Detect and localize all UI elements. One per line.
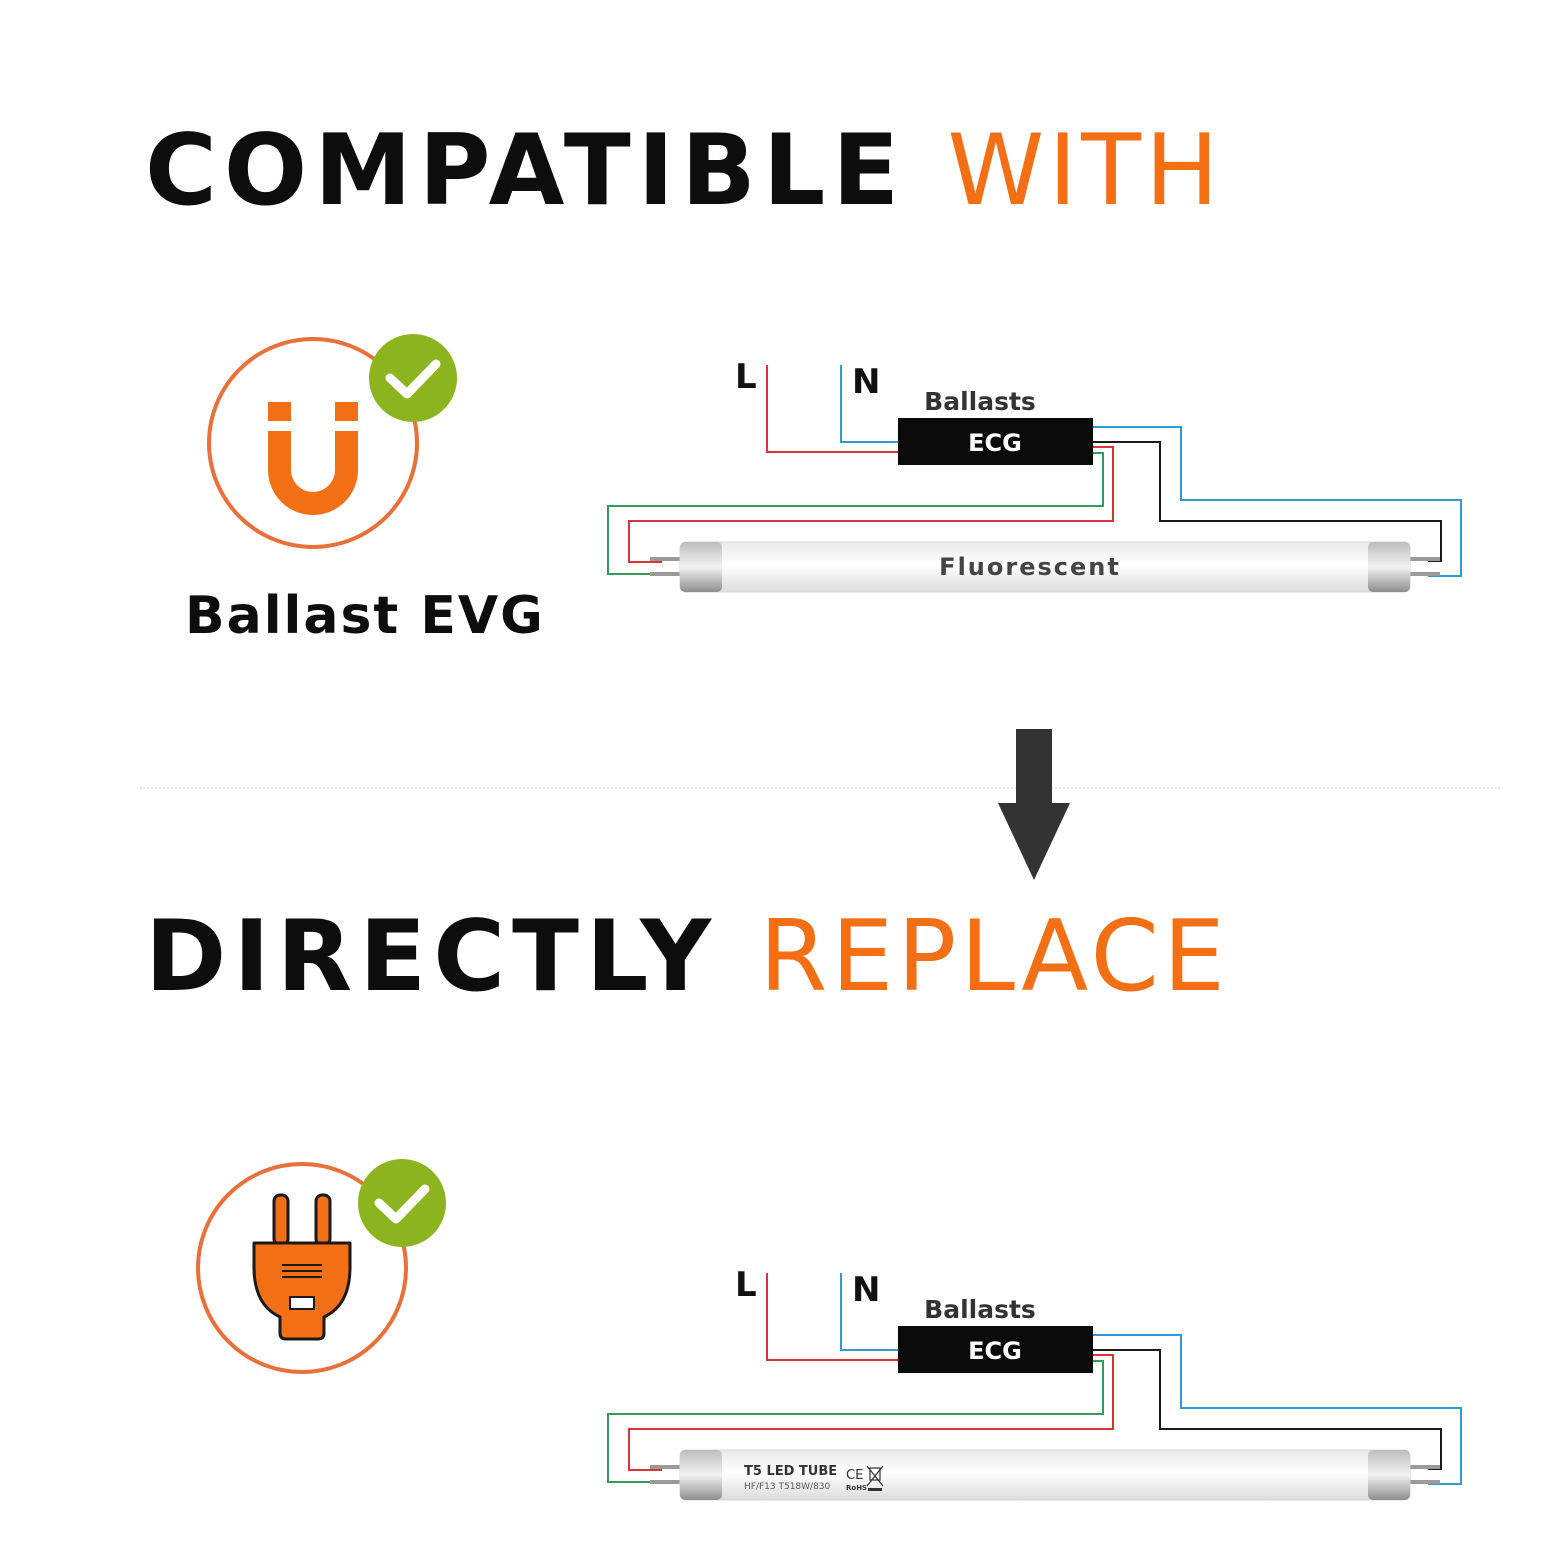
- arrow-down-icon: [998, 729, 1070, 885]
- tube-label: Fluorescent: [939, 553, 1121, 581]
- ballast-box: [898, 418, 1093, 465]
- magnet-icon: [268, 400, 358, 515]
- weee-bin-icon: [866, 1465, 884, 1491]
- ballast-box: [898, 1326, 1093, 1373]
- ballast-evg-label: Ballast EVG: [185, 586, 545, 646]
- wire-green: [607, 1360, 1104, 1483]
- fluorescent-tube: [650, 541, 1440, 593]
- ballast-badge: [200, 330, 470, 560]
- section-divider: [140, 787, 1500, 789]
- ce-mark: CE: [846, 1468, 863, 1483]
- heading-with-word: WITH: [947, 114, 1223, 228]
- heading-compatible-with: COMPATIBLE WITH: [145, 122, 1223, 220]
- neutral-label: N: [852, 362, 880, 402]
- rohs-mark: RoHS: [846, 1484, 867, 1492]
- plug-badge: [190, 1155, 460, 1385]
- plug-icon: [252, 1193, 352, 1341]
- led-tube-spec: HF/F13 T518W/830: [744, 1482, 831, 1492]
- heading-directly-replace: DIRECTLY REPLACE: [145, 908, 1229, 1006]
- neutral-label: N: [852, 1270, 880, 1310]
- led-tube: [650, 1449, 1440, 1501]
- wire-live: [628, 365, 1114, 563]
- wiring-diagram-fluorescent: ECG Ballasts L N Fluorescent: [600, 350, 1480, 610]
- heading-replace-word: REPLACE: [759, 900, 1229, 1014]
- wiring-diagram-led: ECG Ballasts L N T5 LED TUBE HF/F13 T518…: [600, 1258, 1480, 1518]
- led-tube-title: T5 LED TUBE: [744, 1464, 837, 1479]
- wire-neutral: [840, 1273, 1462, 1485]
- ballasts-caption: Ballasts: [924, 1295, 1036, 1324]
- wire-green: [607, 452, 1104, 575]
- ballasts-caption: Ballasts: [924, 387, 1036, 416]
- ballast-box-label: ECG: [968, 429, 1022, 457]
- wire-neutral: [840, 365, 1462, 577]
- badge-ring: [207, 337, 419, 549]
- ballast-box-label: ECG: [968, 1337, 1022, 1365]
- heading-compatible-word: COMPATIBLE: [145, 114, 907, 228]
- checkmark-icon: [358, 1159, 446, 1247]
- checkmark-icon: [369, 334, 457, 422]
- live-label: L: [735, 357, 757, 397]
- heading-directly-word: DIRECTLY: [145, 900, 719, 1014]
- wire-live: [628, 1273, 1114, 1471]
- live-label: L: [735, 1265, 757, 1305]
